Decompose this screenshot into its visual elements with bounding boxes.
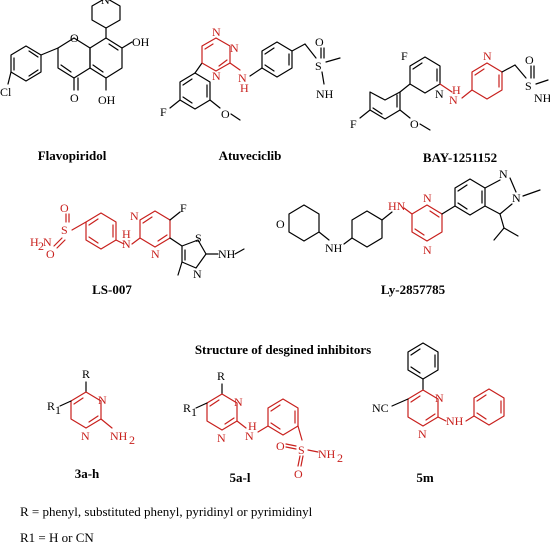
hydroxyl-bottom: OH bbox=[98, 93, 116, 107]
ls007-h2n-sub: 2 bbox=[38, 239, 44, 253]
label-atuveciclib: Atuveciclib bbox=[219, 148, 282, 163]
r1-definition: R1 = H or CN bbox=[20, 530, 94, 545]
bay-sulfur: S bbox=[525, 79, 532, 93]
fluorine-atom: F bbox=[160, 105, 167, 119]
sulfoximine-nh: NH bbox=[316, 87, 334, 101]
label-ls-007: LS-007 bbox=[92, 282, 132, 297]
ls007-sulfonyl-o1: O bbox=[60, 201, 69, 215]
5m-pyrimidine-n2: N bbox=[418, 427, 427, 441]
ly-2857785-structure: O NH HN N N N N Ly-2857785 bbox=[276, 167, 541, 297]
bay-nh: N bbox=[449, 93, 458, 107]
ls007-thiazole-n: N bbox=[193, 267, 202, 281]
atuveciclib-nh-h: H bbox=[240, 81, 249, 95]
ls007-pyrimidine-n2: N bbox=[130, 209, 139, 223]
bay-methoxy-oxygen: O bbox=[410, 117, 419, 131]
compound-3a-h-structure: R N N R 1 NH 2 3a-h bbox=[47, 367, 135, 481]
5al-r1: R bbox=[183, 401, 191, 415]
label-3a-h: 3a-h bbox=[75, 466, 100, 481]
ly-indazole-n2: N bbox=[512, 191, 521, 205]
triazine-n2: N bbox=[230, 41, 239, 55]
5al-pyrimidine-n1: N bbox=[234, 395, 243, 409]
ly-indazole-n1: N bbox=[499, 167, 508, 181]
chlorine-atom: Cl bbox=[0, 85, 12, 99]
5m-nitrile: NC bbox=[372, 401, 389, 415]
ls007-sulfur: S bbox=[61, 223, 68, 237]
5al-sulfonyl-o2: O bbox=[294, 467, 303, 481]
ly-pyrimidine-n1: N bbox=[423, 191, 432, 205]
ls007-nh-h: H bbox=[122, 227, 131, 241]
hydroxyl-top: OH bbox=[132, 35, 150, 49]
piperidine-nitrogen: N bbox=[101, 0, 110, 7]
5al-r: R bbox=[217, 369, 225, 383]
compound-5m-structure: N N NC NH 5m bbox=[372, 342, 505, 485]
atuveciclib-structure: F O N N N N H S O NH Atuveciclib bbox=[160, 25, 341, 163]
methoxy-oxygen: O bbox=[221, 107, 230, 121]
bay-nh-h: H bbox=[452, 83, 461, 97]
5al-r1-sub: 1 bbox=[191, 405, 197, 419]
sulfoximine-oxygen: O bbox=[315, 35, 324, 49]
section-title: Structure of desgined inhibitors bbox=[195, 342, 371, 357]
3ah-pyrimidine-n2: N bbox=[81, 429, 90, 443]
ls-007-structure: O S O H 2 N H N N N F S N NH bbox=[30, 201, 245, 297]
label-bay-1251152: BAY-1251152 bbox=[423, 150, 497, 165]
5al-nh2: NH bbox=[318, 447, 336, 461]
ls007-thiazole-s: S bbox=[195, 231, 202, 245]
3ah-pyrimidine-n1: N bbox=[98, 393, 107, 407]
ls007-h2n-h: H bbox=[30, 235, 39, 249]
5al-sulfur: S bbox=[298, 443, 305, 457]
atuveciclib-nh: N bbox=[238, 71, 247, 85]
ly-nh-left: NH bbox=[325, 241, 343, 255]
5al-nh2-sub: 2 bbox=[337, 451, 343, 465]
3ah-nh2: NH bbox=[110, 429, 128, 443]
bay-1251152-structure: F N F O N H N S O NH BAY-1251152 bbox=[350, 49, 550, 165]
bay-sulfoximine-nh: NH bbox=[534, 91, 550, 105]
ls007-sulfonyl-o2: O bbox=[46, 247, 55, 261]
3ah-nh2-sub: 2 bbox=[129, 433, 135, 447]
ring-oxygen: O bbox=[70, 31, 79, 45]
ls007-nh-n: N bbox=[122, 237, 131, 251]
bay-pyridine-n: N bbox=[483, 49, 492, 63]
5m-nh: NH bbox=[446, 414, 464, 428]
sulfur-atom: S bbox=[315, 59, 322, 73]
3ah-r: R bbox=[82, 367, 90, 381]
ls007-pyrimidine-n1: N bbox=[151, 247, 160, 261]
label-ly-2857785: Ly-2857785 bbox=[381, 282, 446, 297]
ly-pyrimidine-n2: N bbox=[423, 243, 432, 257]
ls007-methylamine: NH bbox=[218, 247, 236, 261]
3ah-r1-sub: 1 bbox=[55, 403, 61, 417]
compound-5a-l-structure: R N N R 1 N H S O O NH 2 5a-l bbox=[183, 369, 343, 485]
flavopiridol-structure: Cl O O OH OH N Flavopiridol bbox=[0, 0, 150, 163]
bay-sulfoximine-oxygen: O bbox=[525, 53, 534, 67]
ls007-fluorine: F bbox=[180, 201, 187, 215]
carbonyl-oxygen: O bbox=[70, 91, 79, 105]
5al-nh-h: H bbox=[248, 419, 257, 433]
5m-pyrimidine-n1: N bbox=[435, 391, 444, 405]
pyridine-nitrogen: N bbox=[435, 87, 444, 101]
label-5m: 5m bbox=[416, 470, 434, 485]
ls007-h2n-n: N bbox=[43, 235, 52, 249]
fluorine-pyridine: F bbox=[401, 49, 408, 63]
r-definition: R = phenyl, substituted phenyl, pyridiny… bbox=[20, 504, 313, 519]
triazine-n1: N bbox=[212, 25, 221, 39]
3ah-r1: R bbox=[47, 399, 55, 413]
triazine-n3: N bbox=[212, 69, 221, 83]
label-5a-l: 5a-l bbox=[230, 470, 251, 485]
label-flavopiridol: Flavopiridol bbox=[38, 148, 107, 163]
ly-nh-right: HN bbox=[388, 199, 406, 213]
5al-sulfonyl-o1: O bbox=[276, 439, 285, 453]
fluorine-phenyl: F bbox=[350, 117, 357, 131]
5al-nh-n: N bbox=[245, 429, 254, 443]
5al-pyrimidine-n2: N bbox=[217, 431, 226, 445]
ly-pyran-oxygen: O bbox=[276, 217, 285, 231]
